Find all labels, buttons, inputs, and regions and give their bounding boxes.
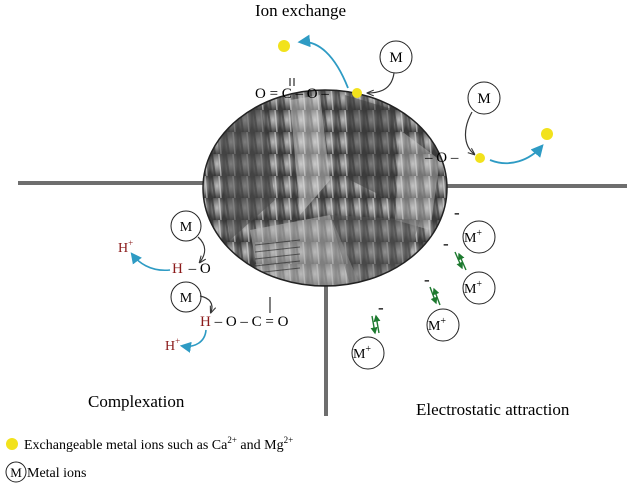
adsorbent-sem-image <box>202 89 448 287</box>
legend: Exchangeable metal ions such as Ca2+ and… <box>5 435 293 483</box>
metal-symbol-circle-right <box>467 81 501 115</box>
metal-approach-arrow-right <box>464 111 474 154</box>
negative-charge-3: - <box>424 270 430 289</box>
metal-approach-arrow <box>368 72 395 93</box>
metal-ion-circle-1 <box>462 220 496 254</box>
ion-exchange-title: Ion exchange <box>255 1 346 20</box>
metal-symbol-circle <box>379 40 413 74</box>
metal-symbol-m: M <box>389 50 402 66</box>
negative-charge-4: - <box>378 298 384 317</box>
metal-symbol-m-right: M <box>477 91 490 107</box>
released-ion-dot-right <box>541 128 553 140</box>
metal-ion-circle-3 <box>426 308 460 342</box>
electrostatic-title: Electrostatic attraction <box>416 400 570 419</box>
exchangeable-ion-dot-right <box>475 153 485 163</box>
oxygen-chain-label: – O – <box>424 150 459 166</box>
legend-metal-ions-text: Metal ions <box>27 466 87 481</box>
proton-h-2: H+ <box>165 336 180 354</box>
attraction-arrows <box>370 251 467 335</box>
ion-exchange-oxygen-group: – O – M <box>424 81 553 166</box>
legend-metal-m: M <box>10 465 22 480</box>
legend-yellow-dot <box>6 438 18 450</box>
legend-metal-circle <box>5 461 27 483</box>
metal-ion-label-2: M+ <box>464 279 482 297</box>
metal-symbol-m-c2: M <box>180 291 193 306</box>
carboxyl-chain-label: O = C – O – <box>255 86 329 102</box>
metal-ion-label-3: M+ <box>428 316 446 334</box>
electrostatic-group: - - - - M+ M+ M+ M+ <box>351 203 496 370</box>
axis-lines <box>18 181 627 416</box>
metal-ion-circle-2 <box>462 271 496 305</box>
metal-symbol-m-c1: M <box>180 220 193 235</box>
negative-charge-1: - <box>454 203 460 222</box>
metal-ion-label-1: M+ <box>464 228 482 246</box>
release-arrow-right <box>489 144 544 165</box>
ion-exchange-carboxyl-group: O = C – O – M <box>255 34 413 102</box>
metal-ion-label-4: M+ <box>353 344 371 362</box>
released-ion-dot <box>278 40 290 52</box>
metal-symbol-circle-c1 <box>170 210 202 242</box>
metal-ion-circle-4 <box>351 336 385 370</box>
release-arrow <box>297 34 349 89</box>
carboxyl-complex-label: H – O – C = O <box>200 314 289 330</box>
proton-release-arrow-1 <box>130 252 171 272</box>
hydroxyl-label: H – O <box>172 261 211 277</box>
proton-h-1: H+ <box>118 238 133 256</box>
complexation-group: M H – O H+ M H – O – C = O H+ <box>118 210 289 354</box>
complexation-title: Complexation <box>88 392 185 411</box>
negative-charge-2: - <box>443 234 449 253</box>
metal-symbol-circle-c2 <box>170 281 202 313</box>
exchangeable-ion-dot <box>352 88 362 98</box>
proton-release-arrow-2 <box>179 329 207 353</box>
legend-exchangeable-text: Exchangeable metal ions such as Ca2+ and… <box>24 435 293 453</box>
